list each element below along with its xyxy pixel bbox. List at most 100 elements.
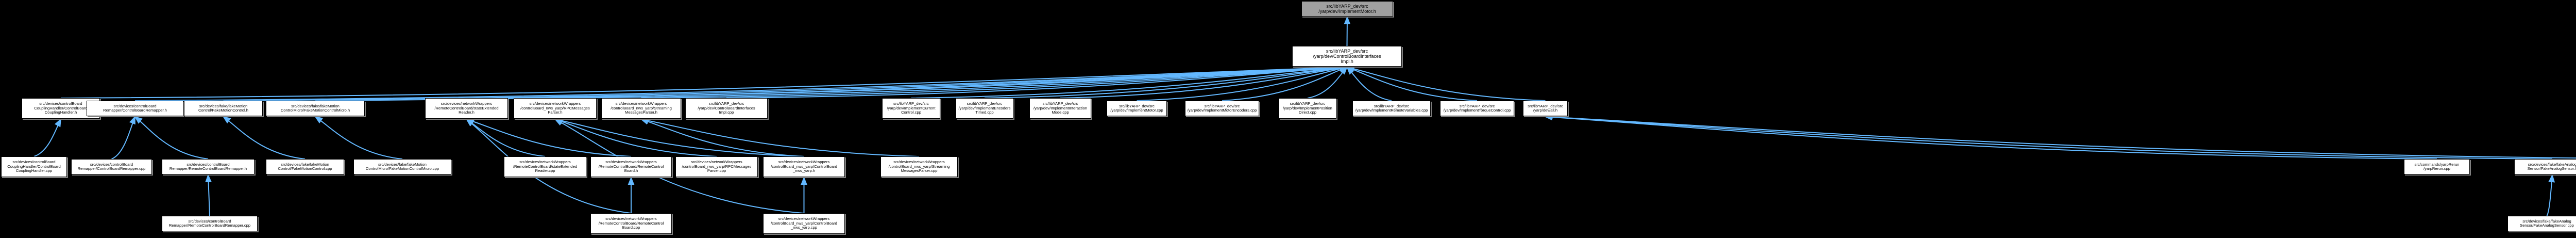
graph-edge	[726, 64, 1348, 99]
graph-edge	[641, 64, 1348, 99]
graph-edge	[1060, 65, 1348, 99]
graph-node-label: src/devices/networkWrappers /controlBoar…	[771, 216, 837, 230]
graph-node-label: src/devices/fake/fakeMotion ControlMicro…	[365, 162, 439, 171]
graph-node[interactable]: src/libYARP_dev/src /yarp/dev/ImplementM…	[1185, 101, 1259, 116]
graph-node-label: src/libYARP_dev/src /yarp/dev/ImplementC…	[887, 101, 936, 115]
graph-edge	[640, 118, 804, 157]
graph-node-label: src/devices/controlBoard CouplingHandler…	[7, 160, 61, 173]
graph-edge	[2546, 174, 2555, 216]
graph-node-label: src/libYARP_dev/src /yarp/dev/ImplementI…	[1033, 101, 1088, 115]
graph-edge	[1544, 114, 2553, 160]
graph-node-label: src/devices/fake/fakeAnalog Sensor/FakeA…	[2527, 162, 2576, 171]
graph-edge	[466, 64, 1348, 99]
graph-edge	[640, 117, 920, 157]
graph-node[interactable]: src/devices/networkWrappers /controlBoar…	[763, 213, 845, 234]
graph-node-label: src/libYARP_dev/src /yarp/dev/ControlBoa…	[698, 101, 755, 115]
graph-edge	[911, 65, 1348, 99]
graph-node[interactable]: src/devices/controlBoard Remapper/Remote…	[162, 216, 258, 231]
graph-node[interactable]: src/devices/fake/fakeMotion ControlMicro…	[353, 159, 451, 174]
graph-node[interactable]: src/libYARP_dev/src /yarp/dev/ImplementE…	[956, 98, 1013, 119]
graph-edge	[314, 116, 403, 160]
graph-node-label: src/libYARP_dev/src /yarp/dev/ImplementR…	[1355, 103, 1428, 113]
graph-node-label: src/libYARP_dev/src /yarp/dev/ImplementE…	[958, 101, 1011, 115]
graph-node-label: src/devices/networkWrappers /RemoteContr…	[598, 160, 664, 173]
graph-node[interactable]: src/libYARP_dev/src /yarp/dev/ImplementI…	[1029, 98, 1091, 119]
graph-node[interactable]: src/devices/fake/fakeAnalog Sensor/FakeA…	[2514, 159, 2576, 174]
graph-node-label: src/devices/networkWrappers /controlBoar…	[682, 160, 752, 173]
graph-node-label: src/devices/controlBoard Remapper/Remote…	[169, 162, 247, 171]
graph-node-label: src/devices/controlBoard Remapper/Contro…	[103, 103, 167, 113]
graph-edge	[205, 174, 212, 216]
graph-node[interactable]: src/commands/yarpRerun /yarpRerun.cpp	[2404, 159, 2470, 174]
graph-node-label: src/devices/controlBoard Remapper/Contro…	[77, 162, 146, 171]
graph-node[interactable]: src/devices/networkWrappers /controlBoar…	[763, 156, 845, 177]
graph-node[interactable]: src/libYARP_dev/src /yarp/dev/ImplementR…	[1352, 101, 1431, 116]
graph-node[interactable]: src/devices/networkWrappers /controlBoar…	[514, 98, 597, 119]
graph-node[interactable]: src/devices/fake/fakeMotion Control/Fake…	[266, 159, 344, 174]
graph-node[interactable]: src/libYARP_dev/src /yarp/dev/ImplementP…	[1279, 98, 1336, 119]
graph-edge	[1544, 114, 2437, 160]
graph-edge	[554, 118, 717, 157]
graph-node-label: src/devices/fake/fakeAnalog Sensor/FakeA…	[2520, 218, 2574, 228]
graph-node-label: src/devices/networkWrappers /controlBoar…	[888, 160, 950, 173]
graph-node-label: src/libYARP_dev/src /yarp/dev/ControlBoa…	[1313, 48, 1381, 65]
graph-node-label: src/libYARP_dev/src /yarp/dev/ImplementT…	[1443, 103, 1511, 113]
graph-node[interactable]: src/devices/networkWrappers /controlBoar…	[880, 156, 958, 177]
graph-edge	[465, 118, 632, 157]
graph-edge	[111, 116, 135, 160]
graph-node[interactable]: src/devices/controlBoard Remapper/Remote…	[162, 159, 255, 174]
graph-node-label: src/devices/fake/fakeMotion Control/Fake…	[278, 162, 332, 171]
graph-node-label: src/devices/controlBoard CouplingHandler…	[34, 101, 88, 115]
graph-edge	[465, 118, 546, 157]
graph-edge	[222, 116, 306, 160]
graph-node-label: src/devices/controlBoard Remapper/Remote…	[168, 218, 251, 228]
graph-edge	[134, 116, 209, 160]
graph-node[interactable]: src/devices/fake/fakeMotion ControlMicro…	[266, 101, 365, 116]
graph-node-label: src/devices/networkWrappers /RemoteContr…	[598, 216, 664, 230]
graph-node-label: src/libYARP_dev/src /yarp/dev/all.h	[1528, 103, 1563, 113]
graph-node-root[interactable]: src/libYARP_dev/src /yarp/dev/ImplementM…	[1301, 1, 1393, 17]
graph-edge	[1346, 66, 1478, 101]
graph-node[interactable]: src/devices/networkWrappers /controlBoar…	[675, 156, 758, 177]
graph-node-label: src/libYARP_dev/src /yarp/dev/ImplementM…	[1187, 103, 1257, 113]
graph-node-label: src/libYARP_dev/src /yarp/dev/ImplementP…	[1283, 101, 1332, 115]
graph-node[interactable]: src/libYARP_dev/src /yarp/dev/ControlBoa…	[685, 98, 768, 119]
graph-node[interactable]: src/devices/fake/fakeAnalog Sensor/FakeA…	[2507, 216, 2576, 231]
graph-node[interactable]: src/devices/networkWrappers /controlBoar…	[601, 98, 681, 119]
graph-node[interactable]: src/devices/networkWrappers /RemoteContr…	[590, 213, 672, 234]
graph-edge	[33, 118, 61, 157]
graph-edge	[984, 65, 1348, 99]
graph-node[interactable]: src/libYARP_dev/src /yarp/dev/ImplementT…	[1440, 101, 1514, 116]
graph-node-label: src/devices/fake/fakeMotion ControlMicro…	[280, 103, 350, 113]
graph-edge	[554, 117, 804, 157]
graph-node[interactable]: src/devices/networkWrappers /RemoteContr…	[504, 156, 586, 177]
graph-node-label: src/libYARP_dev/src /yarp/dev/ImplementM…	[1318, 3, 1376, 14]
graph-node[interactable]: src/devices/controlBoard Remapper/Contro…	[71, 159, 152, 174]
graph-node-label: src/devices/fake/fakeMotion Control/Fake…	[198, 103, 249, 113]
graph-node[interactable]: src/libYARP_dev/src /yarp/dev/ControlBoa…	[1292, 46, 1402, 67]
graph-node[interactable]: src/devices/controlBoard CouplingHandler…	[1, 156, 67, 177]
graph-node-label: src/devices/networkWrappers /controlBoar…	[520, 101, 590, 115]
graph-node[interactable]: src/devices/networkWrappers /RemoteContr…	[590, 156, 672, 177]
graph-node-label: src/libYARP_dev/src /yarp/dev/ImplementM…	[1110, 103, 1163, 113]
graph-edge	[1344, 16, 1351, 46]
graph-edge	[1346, 65, 1546, 101]
graph-node[interactable]: src/libYARP_dev/src /yarp/dev/all.h	[1523, 101, 1568, 116]
graph-node-label: src/devices/networkWrappers /controlBoar…	[611, 101, 672, 115]
graph-edge	[1544, 114, 2576, 159]
graph-node[interactable]: src/libYARP_dev/src /yarp/dev/ImplementM…	[1107, 101, 1167, 116]
graph-node[interactable]: src/devices/controlBoard Remapper/Contro…	[87, 101, 183, 116]
graph-node-label: src/devices/networkWrappers /controlBoar…	[771, 160, 837, 173]
graph-edge	[1222, 66, 1348, 101]
graph-edge	[555, 64, 1348, 99]
graph-node-label: src/devices/networkWrappers /RemoteContr…	[513, 160, 578, 173]
graph-node-label: src/devices/networkWrappers /RemoteContr…	[434, 101, 499, 115]
graph-node[interactable]: src/devices/networkWrappers /RemoteContr…	[425, 98, 508, 119]
graph-node-label: src/commands/yarpRerun /yarpRerun.cpp	[2414, 162, 2460, 171]
graph-node[interactable]: src/devices/fake/fakeMotion Control/Fake…	[184, 101, 263, 116]
graph-edge	[60, 64, 1348, 99]
graph-node[interactable]: src/libYARP_dev/src /yarp/dev/ImplementC…	[882, 98, 940, 119]
graph-edge	[1307, 66, 1348, 99]
